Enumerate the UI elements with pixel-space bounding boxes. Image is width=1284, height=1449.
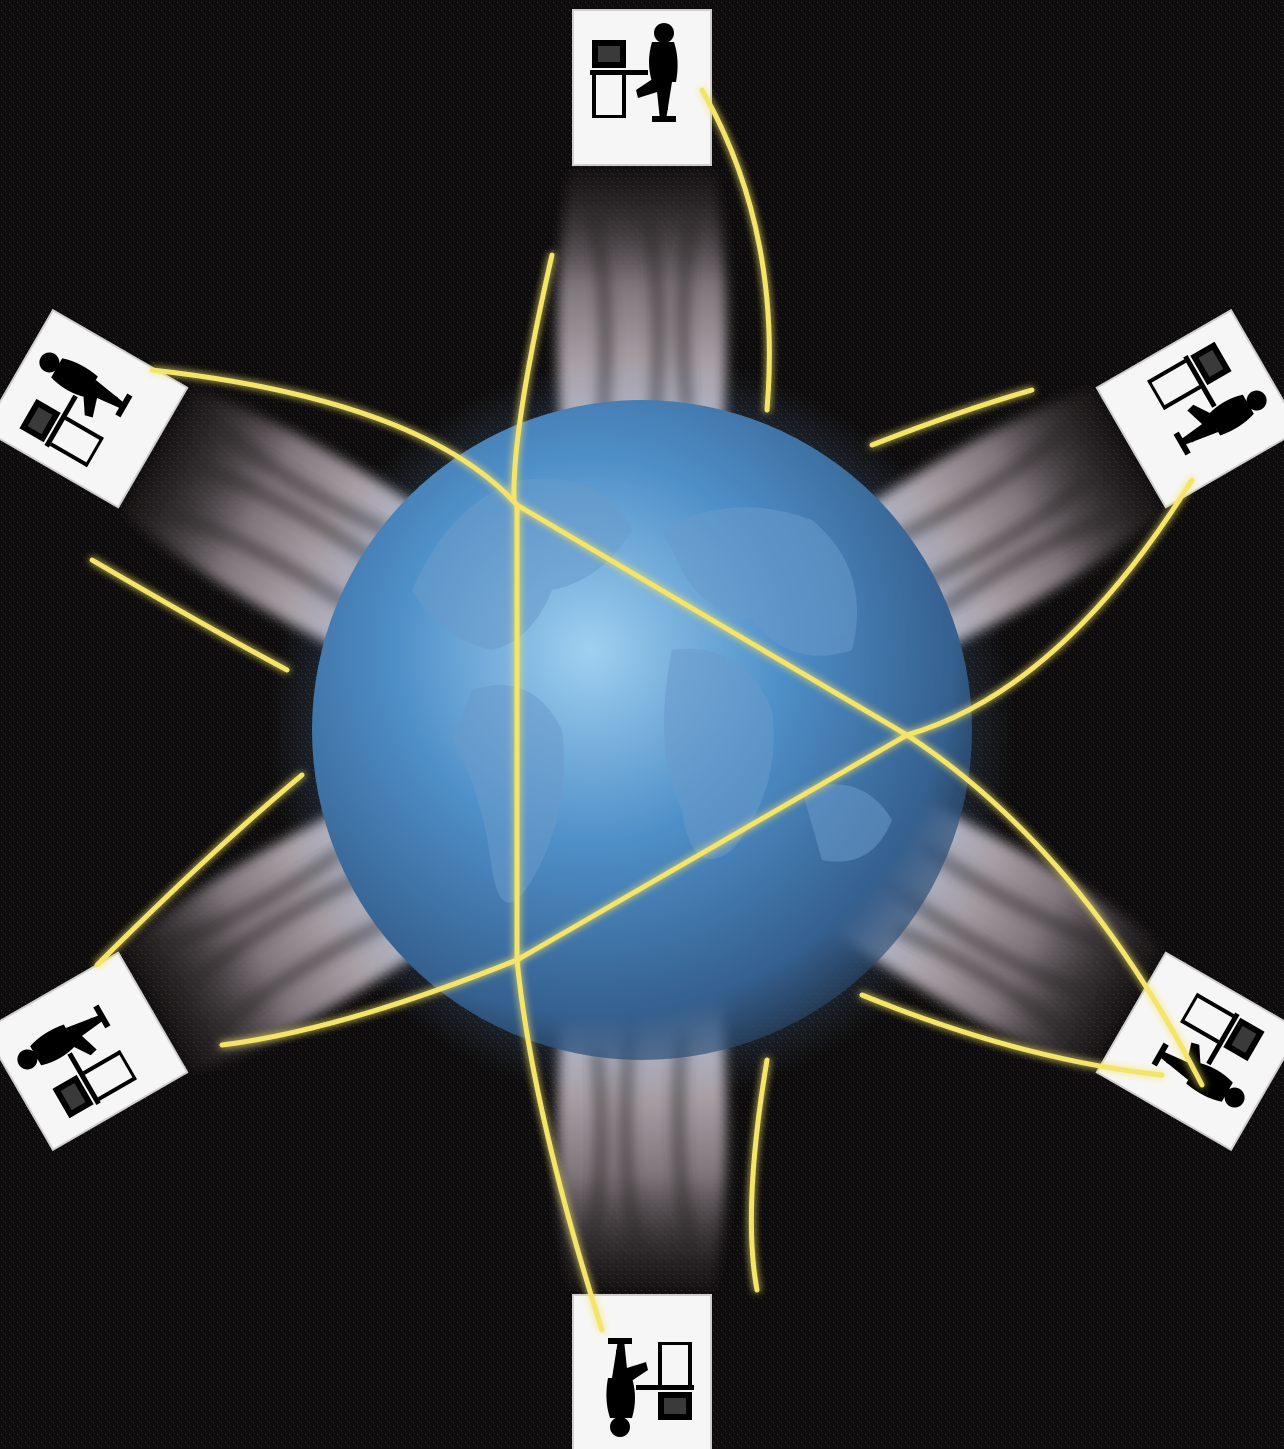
globe bbox=[312, 400, 972, 1060]
